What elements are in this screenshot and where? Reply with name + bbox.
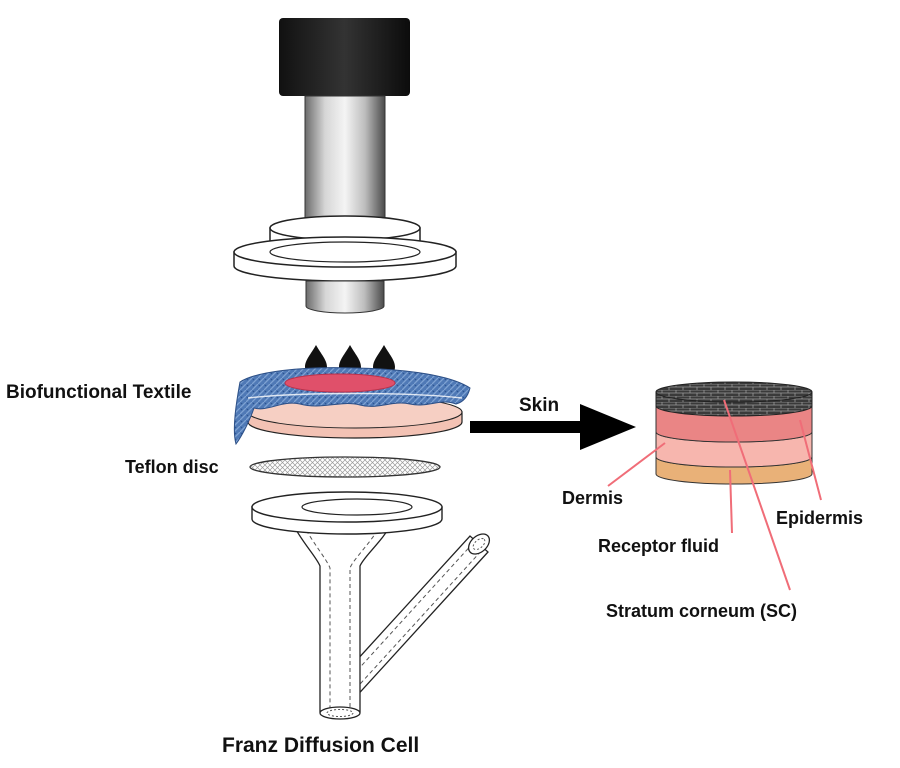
label-stratum-corneum: Stratum corneum (SC) <box>606 601 797 621</box>
dermis-pointer <box>607 442 666 487</box>
donor-chamber <box>233 18 457 314</box>
label-epidermis: Epidermis <box>776 508 863 528</box>
pointer-lines <box>607 399 822 591</box>
arrow-right-icon <box>470 404 636 450</box>
teflon-disc <box>249 456 441 478</box>
epidermis-pointer <box>799 419 822 501</box>
label-dermis: Dermis <box>562 488 623 508</box>
textile-active-zone <box>284 373 396 393</box>
press-cap <box>279 18 410 96</box>
label-teflon-disc: Teflon disc <box>125 457 219 477</box>
skin-layers <box>655 381 813 485</box>
press-stub <box>305 280 385 314</box>
franz-cell <box>251 491 491 720</box>
label-receptor-fluid: Receptor fluid <box>598 536 719 556</box>
textile-on-skin <box>233 367 471 446</box>
label-skin: Skin <box>519 395 559 416</box>
receptor-pointer <box>729 469 733 534</box>
label-franz-diffusion-cell: Franz Diffusion Cell <box>222 734 419 757</box>
sc-pointer <box>723 399 791 591</box>
cell-funnel <box>290 521 394 713</box>
press-rod <box>304 95 386 221</box>
label-biofunctional-textile: Biofunctional Textile <box>6 382 191 403</box>
